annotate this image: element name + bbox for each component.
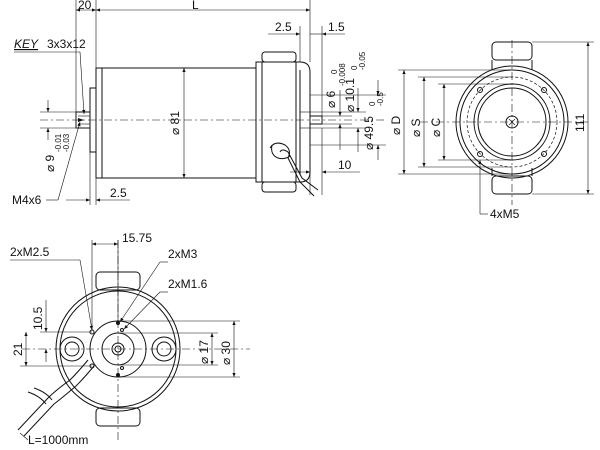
dim-phi6: ⌀ 6 — [324, 90, 338, 108]
dim-phi17: ⌀ 17 — [197, 340, 211, 364]
rear-ear-left — [59, 336, 85, 362]
holes-2xM2-5: 2xM2.5 — [10, 245, 50, 259]
dim-phi-C: ⌀ C — [429, 117, 443, 137]
phi6-tol-lower: -0.008 — [338, 63, 347, 86]
holes-4xM5: 4xM5 — [490, 207, 520, 221]
phi6-tol-upper: 0 — [330, 69, 339, 74]
cable-length: L=1000mm — [28, 433, 88, 447]
dim-21: 21 — [11, 342, 25, 356]
cable-side — [269, 142, 315, 197]
dim-20: 20 — [78, 0, 92, 12]
dim-shaft-phi9: ⌀ 9 — [43, 154, 57, 172]
key-label: KEY — [14, 37, 39, 51]
dim-111: 111 — [573, 113, 587, 132]
rear-bottom-lug — [95, 407, 141, 427]
front-outer-circle — [455, 65, 569, 179]
front-bottom-lug — [491, 175, 533, 195]
thread-m4x6: M4x6 — [12, 193, 42, 207]
dim-phi30: ⌀ 30 — [219, 341, 233, 365]
dim-10: 10 — [338, 158, 352, 172]
key-size: 3x3x12 — [47, 37, 86, 51]
rear-ear-right — [151, 336, 177, 362]
side-view: 20 L 2.5 1.5 KEY 3x3x12 ⌀ 81 ⌀ 9 -0.01 -… — [12, 0, 386, 207]
dim-L: L — [192, 0, 199, 12]
rear-shaft — [309, 115, 323, 125]
dim-1-5: 1.5 — [328, 20, 345, 34]
dim-phi81: ⌀ 81 — [168, 111, 182, 135]
rear-view: 2xM2.5 15.75 2xM3 2xM1.6 10.5 21 ⌀ 17 ⌀ … — [10, 231, 250, 447]
phi10-tol-upper: 0 — [350, 65, 359, 70]
phi10-tol-lower: -0.05 — [358, 51, 367, 70]
holes-2xM3: 2xM3 — [168, 247, 198, 261]
dim-2-5-bottom: 2.5 — [110, 186, 127, 200]
phi49-tol-upper: 0 — [368, 101, 377, 106]
top-lug — [261, 51, 297, 63]
front-view: ⌀ D ⌀ S ⌀ C 111 4xM5 — [389, 40, 594, 221]
rear-housing — [255, 61, 311, 183]
front-shaft — [505, 115, 519, 129]
shaft-tol-upper: -0.01 — [54, 133, 63, 152]
dim-phi49-5: ⌀ 49.5 — [362, 116, 376, 150]
dim-15-75: 15.75 — [122, 231, 152, 245]
bottom-lug — [261, 181, 297, 193]
holes-2xM1-6: 2xM1.6 — [168, 277, 208, 291]
dim-phi-D: ⌀ D — [389, 115, 403, 135]
shaft-tol-lower: -0.03 — [62, 133, 71, 152]
phi49-tol-lower: -0.5 — [376, 92, 385, 106]
dim-10-5: 10.5 — [31, 306, 45, 330]
dim-phi-S: ⌀ S — [409, 118, 423, 137]
front-top-lug — [491, 41, 533, 61]
dim-2-5-top: 2.5 — [275, 20, 292, 34]
cable-rear — [17, 359, 89, 431]
